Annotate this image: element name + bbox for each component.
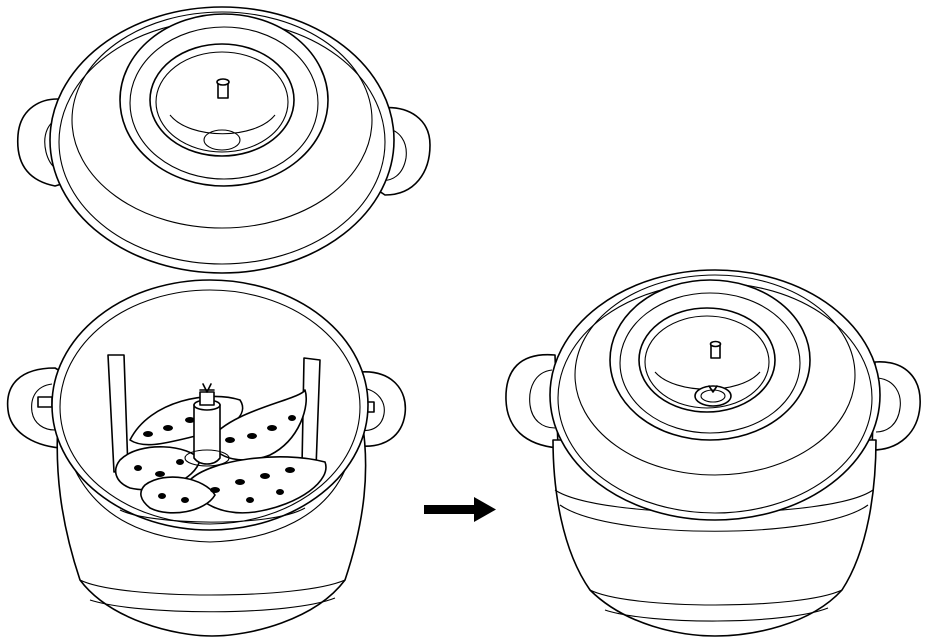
assembled-chopper bbox=[505, 269, 921, 637]
assembled-handle-left bbox=[505, 353, 559, 449]
right-arrow-icon bbox=[424, 497, 496, 522]
assembled-handle-right bbox=[871, 361, 921, 451]
bowl-handle-left bbox=[6, 367, 63, 449]
bowl-with-blades bbox=[6, 279, 407, 637]
lid bbox=[16, 6, 431, 274]
